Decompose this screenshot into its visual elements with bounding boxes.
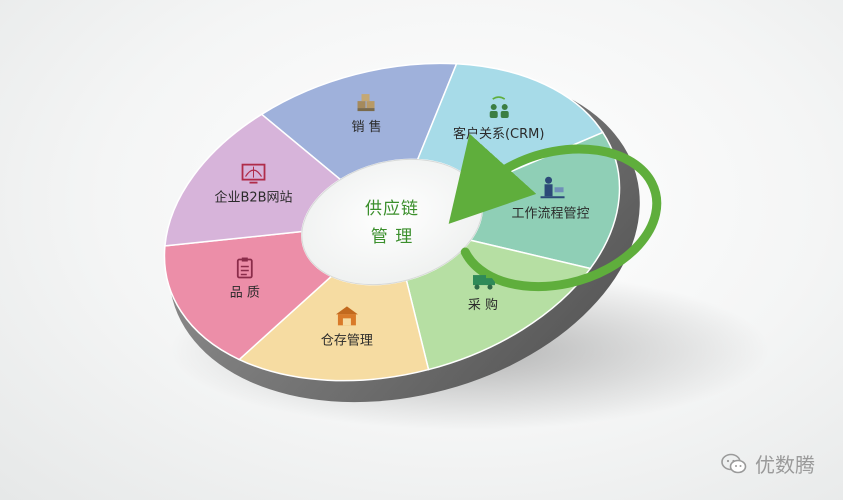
segment-label-warehouse: 仓存管理 [321,333,373,348]
worker-conveyor-icon [540,176,565,199]
cycle-arrow [448,133,662,292]
wechat-icon [721,453,747,473]
segment-label-quality: 品 质 [230,286,260,301]
warehouse-icon [335,306,358,326]
disk-segments [163,62,621,382]
segment-label-b2b: 企业B2B网站 [214,190,292,206]
segment-label-workflow: 工作流程管控 [512,206,590,221]
monitor-globe-icon [241,163,266,184]
center-title-line2: 管 理 [371,227,413,247]
users-exchange-icon [489,96,509,119]
segment-label-purchase: 采 购 [468,297,498,313]
watermark-text: 优数腾 [755,453,815,477]
segment-label-crm: 客户关系(CRM) [453,126,544,142]
delivery-truck-icon [472,275,495,290]
center-title-line1: 供应链 [365,199,419,219]
segment-label-sales: 销 售 [351,119,381,135]
boxes-icon [357,94,375,112]
watermark: 优数腾 [721,449,815,478]
clipboard-icon [236,257,253,279]
